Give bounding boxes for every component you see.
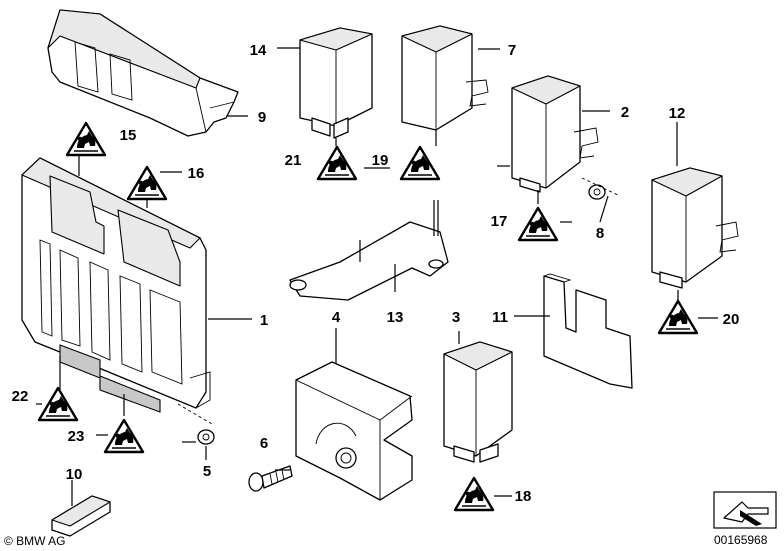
esd-warning-icon-22 [37, 386, 79, 422]
label-16: 16 [188, 165, 205, 182]
label-14: 14 [250, 42, 267, 59]
part-14-relay [299, 27, 373, 139]
label-6: 6 [260, 435, 268, 452]
esd-warning-icon-18 [453, 476, 495, 512]
part-9-cover [47, 9, 239, 137]
part-2-relay [511, 75, 599, 193]
esd-warning-icon-19 [399, 145, 441, 181]
label-4: 4 [332, 309, 341, 326]
label-2: 2 [621, 104, 629, 121]
esd-warning-icon-15 [65, 121, 107, 157]
copyright-text: © BMW AG [4, 534, 66, 548]
label-20: 20 [723, 311, 740, 328]
part-1-control-unit [21, 157, 211, 413]
label-5: 5 [203, 463, 211, 480]
label-22: 22 [12, 388, 29, 405]
part-12-relay [651, 167, 739, 289]
label-21: 21 [285, 152, 302, 169]
label-11: 11 [492, 309, 508, 326]
label-13: 13 [387, 309, 404, 326]
label-7: 7 [508, 42, 516, 59]
label-9: 9 [258, 109, 266, 126]
label-10: 10 [66, 466, 83, 483]
part-6-screw [248, 465, 293, 492]
label-3: 3 [452, 309, 460, 326]
label-8: 8 [596, 225, 604, 242]
part-4-holder [295, 361, 413, 501]
part-labels: 14 7 2 12 9 15 16 21 19 17 8 1 4 13 3 11… [12, 42, 740, 505]
label-1: 1 [260, 312, 268, 329]
esd-warning-icon-20 [657, 299, 699, 335]
part-10-plug [51, 495, 111, 537]
diagram-id: 00165968 [714, 533, 768, 547]
part-7-relay [401, 25, 489, 131]
esd-warning-icon-21 [316, 145, 358, 181]
label-18: 18 [515, 488, 532, 505]
part-3-relay [443, 341, 513, 463]
leader-lines [36, 47, 718, 506]
label-15: 15 [120, 127, 137, 144]
label-23: 23 [68, 428, 85, 445]
label-17: 17 [491, 213, 508, 230]
part-13-bracket [289, 200, 449, 301]
part-5-nut [177, 403, 215, 445]
label-12: 12 [669, 105, 686, 122]
part-11-plate [543, 273, 633, 389]
label-19: 19 [372, 152, 389, 169]
part-8-nut [581, 177, 621, 200]
esd-warning-icon-23 [103, 418, 145, 454]
next-page-arrow-icon[interactable] [713, 491, 777, 529]
esd-warning-icon-17 [517, 206, 559, 242]
